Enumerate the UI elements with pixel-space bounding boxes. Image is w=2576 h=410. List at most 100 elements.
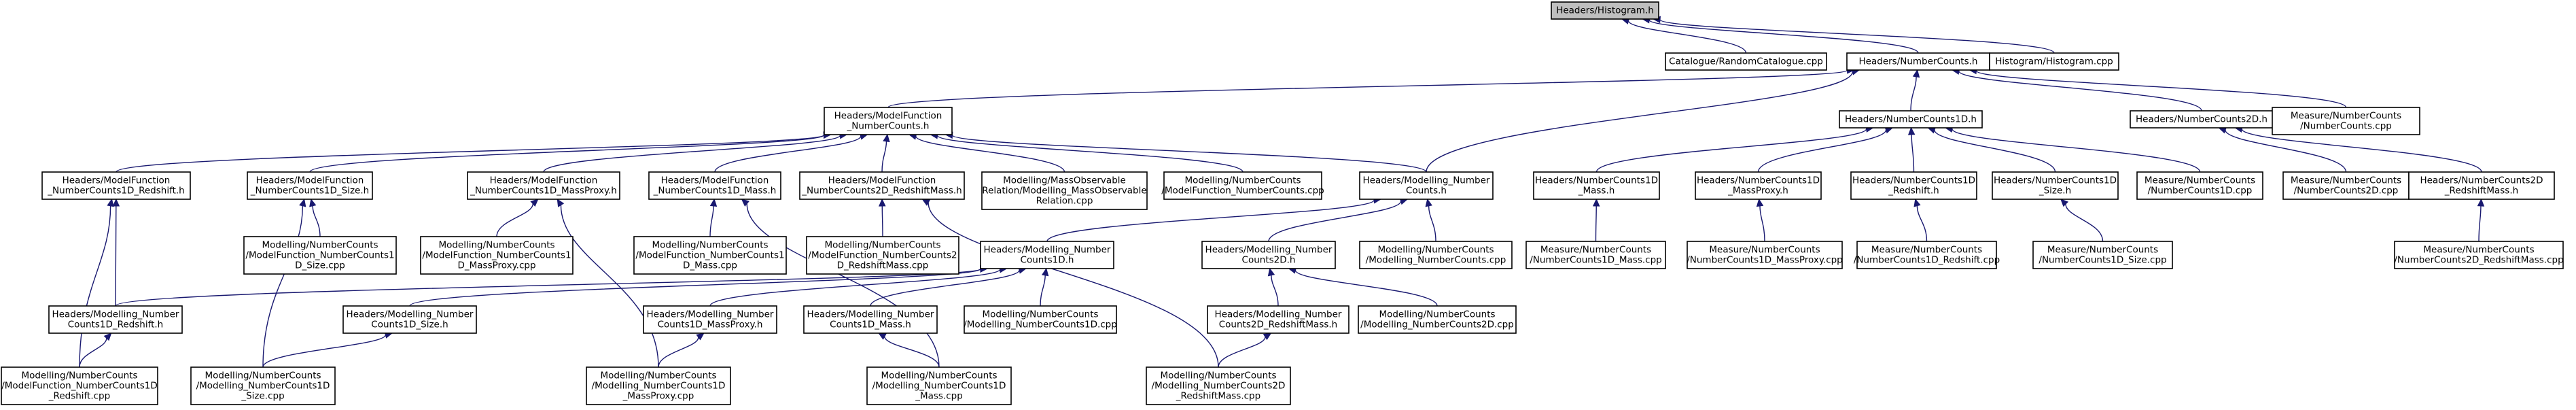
graph-node[interactable]: Headers/ModelFunction_NumberCounts1D_Red…	[41, 171, 191, 200]
include-arrow	[1218, 332, 1272, 368]
include-arrow	[2477, 198, 2485, 242]
node-box	[1146, 366, 1291, 405]
edge-line	[79, 205, 111, 368]
graph-node[interactable]: Measure/NumberCounts/NumberCounts1D_Mass…	[1525, 241, 1666, 269]
include-arrow	[908, 133, 1065, 173]
arrowhead	[1425, 198, 1432, 207]
edge-line	[1271, 275, 1279, 307]
node-label: /ModelFunction_NumberCounts2	[808, 250, 957, 261]
arrowhead	[557, 198, 565, 207]
graph-node[interactable]: Headers/ModelFunction_NumberCounts1D_Siz…	[247, 171, 373, 200]
edge-line	[496, 203, 534, 237]
node-label: _Redshift.cpp	[48, 391, 110, 402]
node-box	[467, 171, 620, 200]
node-label: Headers/Modelling_Number	[52, 309, 179, 320]
graph-node[interactable]: Modelling/NumberCounts/Modelling_NumberC…	[190, 366, 336, 405]
graph-node[interactable]: Modelling/NumberCounts/Modelling_NumberC…	[586, 366, 731, 405]
node-label: _NumberCounts1D_Size.h	[250, 186, 369, 197]
graph-node[interactable]: Measure/NumberCounts/NumberCounts1D_Reds…	[1854, 241, 2000, 269]
edge-line	[1934, 130, 2056, 173]
arrowhead	[103, 332, 112, 341]
graph-node[interactable]: Measure/NumberCounts/NumberCounts.cpp	[2272, 107, 2420, 135]
node-label: /NumberCounts.cpp	[2300, 121, 2392, 132]
graph-node[interactable]: Headers/NumberCounts1D.h	[1839, 110, 1983, 129]
edge-line	[1958, 70, 2202, 112]
graph-node[interactable]: Headers/NumberCounts2D.h	[2130, 110, 2274, 129]
edge-line	[881, 205, 883, 237]
include-arrow	[262, 198, 306, 368]
include-arrow	[1944, 125, 2201, 173]
node-label: /Modelling_NumberCounts.cpp	[1366, 255, 1506, 266]
graph-node[interactable]: Modelling/NumberCounts/ModelFunction_Num…	[633, 236, 787, 275]
node-label: Headers/ModelFunction	[256, 175, 364, 186]
graph-node[interactable]: Measure/NumberCounts/NumberCounts1D_Size…	[2032, 241, 2173, 269]
graph-node[interactable]: Catalogue/RandomCatalogue.cpp	[1665, 52, 1827, 71]
graph-node[interactable]: Modelling/NumberCounts/Modelling_NumberC…	[1146, 366, 1291, 405]
graph-node[interactable]: Headers/NumberCounts2D_RedshiftMass.h	[2408, 171, 2555, 200]
arrowhead	[299, 198, 306, 207]
graph-node[interactable]: Headers/ModelFunction_NumberCounts.h	[824, 107, 953, 135]
graph-node[interactable]: Modelling/NumberCounts/Modelling_NumberC…	[964, 305, 1117, 334]
graph-node[interactable]: Measure/NumberCounts/NumberCounts1D_Mass…	[1687, 241, 1843, 269]
node-label: Catalogue/RandomCatalogue.cpp	[1669, 56, 1823, 67]
graph-node[interactable]: Measure/NumberCounts/NumberCounts1D.cpp	[2136, 171, 2263, 200]
graph-node[interactable]: Measure/NumberCounts/NumberCounts2D_Reds…	[2394, 241, 2564, 269]
graph-node[interactable]: Headers/Modelling_NumberCounts1D_Size.h	[342, 305, 477, 334]
node-box	[1856, 241, 1997, 269]
node-label: Headers/Modelling_Number	[1215, 309, 1342, 320]
graph-node[interactable]: Modelling/NumberCounts/Modelling_NumberC…	[866, 366, 1012, 405]
edge-line	[714, 136, 862, 173]
node-label: Modelling/MassObservable	[1003, 175, 1126, 186]
graph-node[interactable]: Headers/ModelFunction_NumberCounts1D_Mas…	[648, 171, 781, 200]
graph-node[interactable]: Measure/NumberCounts/NumberCounts2D.cpp	[2282, 171, 2410, 200]
graph-node[interactable]: Modelling/MassObservableRelation/Modelli…	[981, 171, 1148, 210]
graph-node[interactable]: Headers/NumberCounts1D_Redshift.h	[1850, 171, 1977, 200]
arrowhead	[883, 133, 890, 143]
graph-node[interactable]: Headers/NumberCounts1D_MassProxy.h	[1695, 171, 1822, 200]
graph-node[interactable]: Headers/NumberCounts.h	[1846, 52, 1990, 71]
node-box	[41, 171, 191, 200]
graph-node[interactable]: Modelling/NumberCounts/ModelFunction_Num…	[243, 236, 397, 275]
node-label: /Modelling_NumberCounts1D	[196, 381, 330, 392]
node-label: Headers/Histogram.h	[1556, 5, 1654, 16]
graph-node[interactable]: Headers/NumberCounts1D_Mass.h	[1533, 171, 1660, 200]
include-arrow	[945, 131, 1427, 173]
node-box	[2272, 107, 2420, 135]
graph-node[interactable]: Headers/Modelling_NumberCounts1D_Mass.h	[803, 305, 938, 334]
include-arrow	[1288, 267, 1438, 307]
arrowhead	[309, 198, 317, 207]
include-arrow	[1913, 198, 1928, 242]
edge-line	[709, 269, 1001, 307]
graph-node[interactable]: Modelling/NumberCounts/Modelling_NumberC…	[1359, 241, 1513, 269]
node-label: /NumberCounts1D_Size.cpp	[2039, 255, 2166, 266]
graph-node[interactable]: Modelling/NumberCounts/ModelFunction_Num…	[420, 236, 574, 275]
graph-node[interactable]: Modelling/NumberCounts/ModelFunction_Num…	[1161, 171, 1324, 200]
graph-node[interactable]: Headers/Modelling_NumberCounts1D_Redshif…	[48, 305, 183, 334]
graph-node[interactable]: Headers/Modelling_NumberCounts1D.h	[980, 241, 1114, 269]
node-box	[1665, 52, 1827, 71]
node-label: Modelling/NumberCounts	[652, 240, 768, 251]
node-label: Counts1D_MassProxy.h	[658, 320, 763, 330]
edge-line	[1757, 129, 1887, 173]
graph-node[interactable]: Headers/Modelling_NumberCounts.h	[1359, 171, 1494, 200]
graph-node[interactable]: Histogram/Histogram.cpp	[1989, 52, 2119, 71]
edge-line	[2478, 205, 2482, 242]
node-label: Headers/NumberCounts1D.h	[1845, 114, 1977, 125]
include-arrow	[741, 199, 940, 368]
edge-line	[2241, 129, 2482, 173]
graph-node[interactable]: Modelling/NumberCounts/Modelling_NumberC…	[1358, 305, 1517, 334]
graph-node[interactable]: Headers/Modelling_NumberCounts2D.h	[1201, 241, 1336, 269]
include-arrow	[1907, 126, 1916, 173]
graph-node[interactable]: Modelling/NumberCounts/ModelFunction_Num…	[1, 366, 158, 405]
node-box	[980, 241, 1114, 269]
node-box	[1695, 171, 1822, 200]
graph-node[interactable]: Modelling/NumberCounts/ModelFunction_Num…	[806, 236, 959, 275]
graph-node[interactable]: Headers/Modelling_NumberCounts2D_Redshif…	[1207, 305, 1349, 334]
graph-node[interactable]: Headers/ModelFunction_NumberCounts2D_Red…	[799, 171, 965, 200]
graph-node[interactable]: Headers/ModelFunction_NumberCounts1D_Mas…	[467, 171, 620, 200]
graph-node[interactable]: Headers/NumberCounts1D_Size.h	[1992, 171, 2119, 200]
node-label: Headers/Modelling_Number	[984, 245, 1111, 256]
graph-node[interactable]: Headers/Modelling_NumberCounts1D_MassPro…	[643, 305, 777, 334]
edge-line	[746, 203, 940, 368]
node-label: Modelling/NumberCounts	[205, 371, 321, 381]
